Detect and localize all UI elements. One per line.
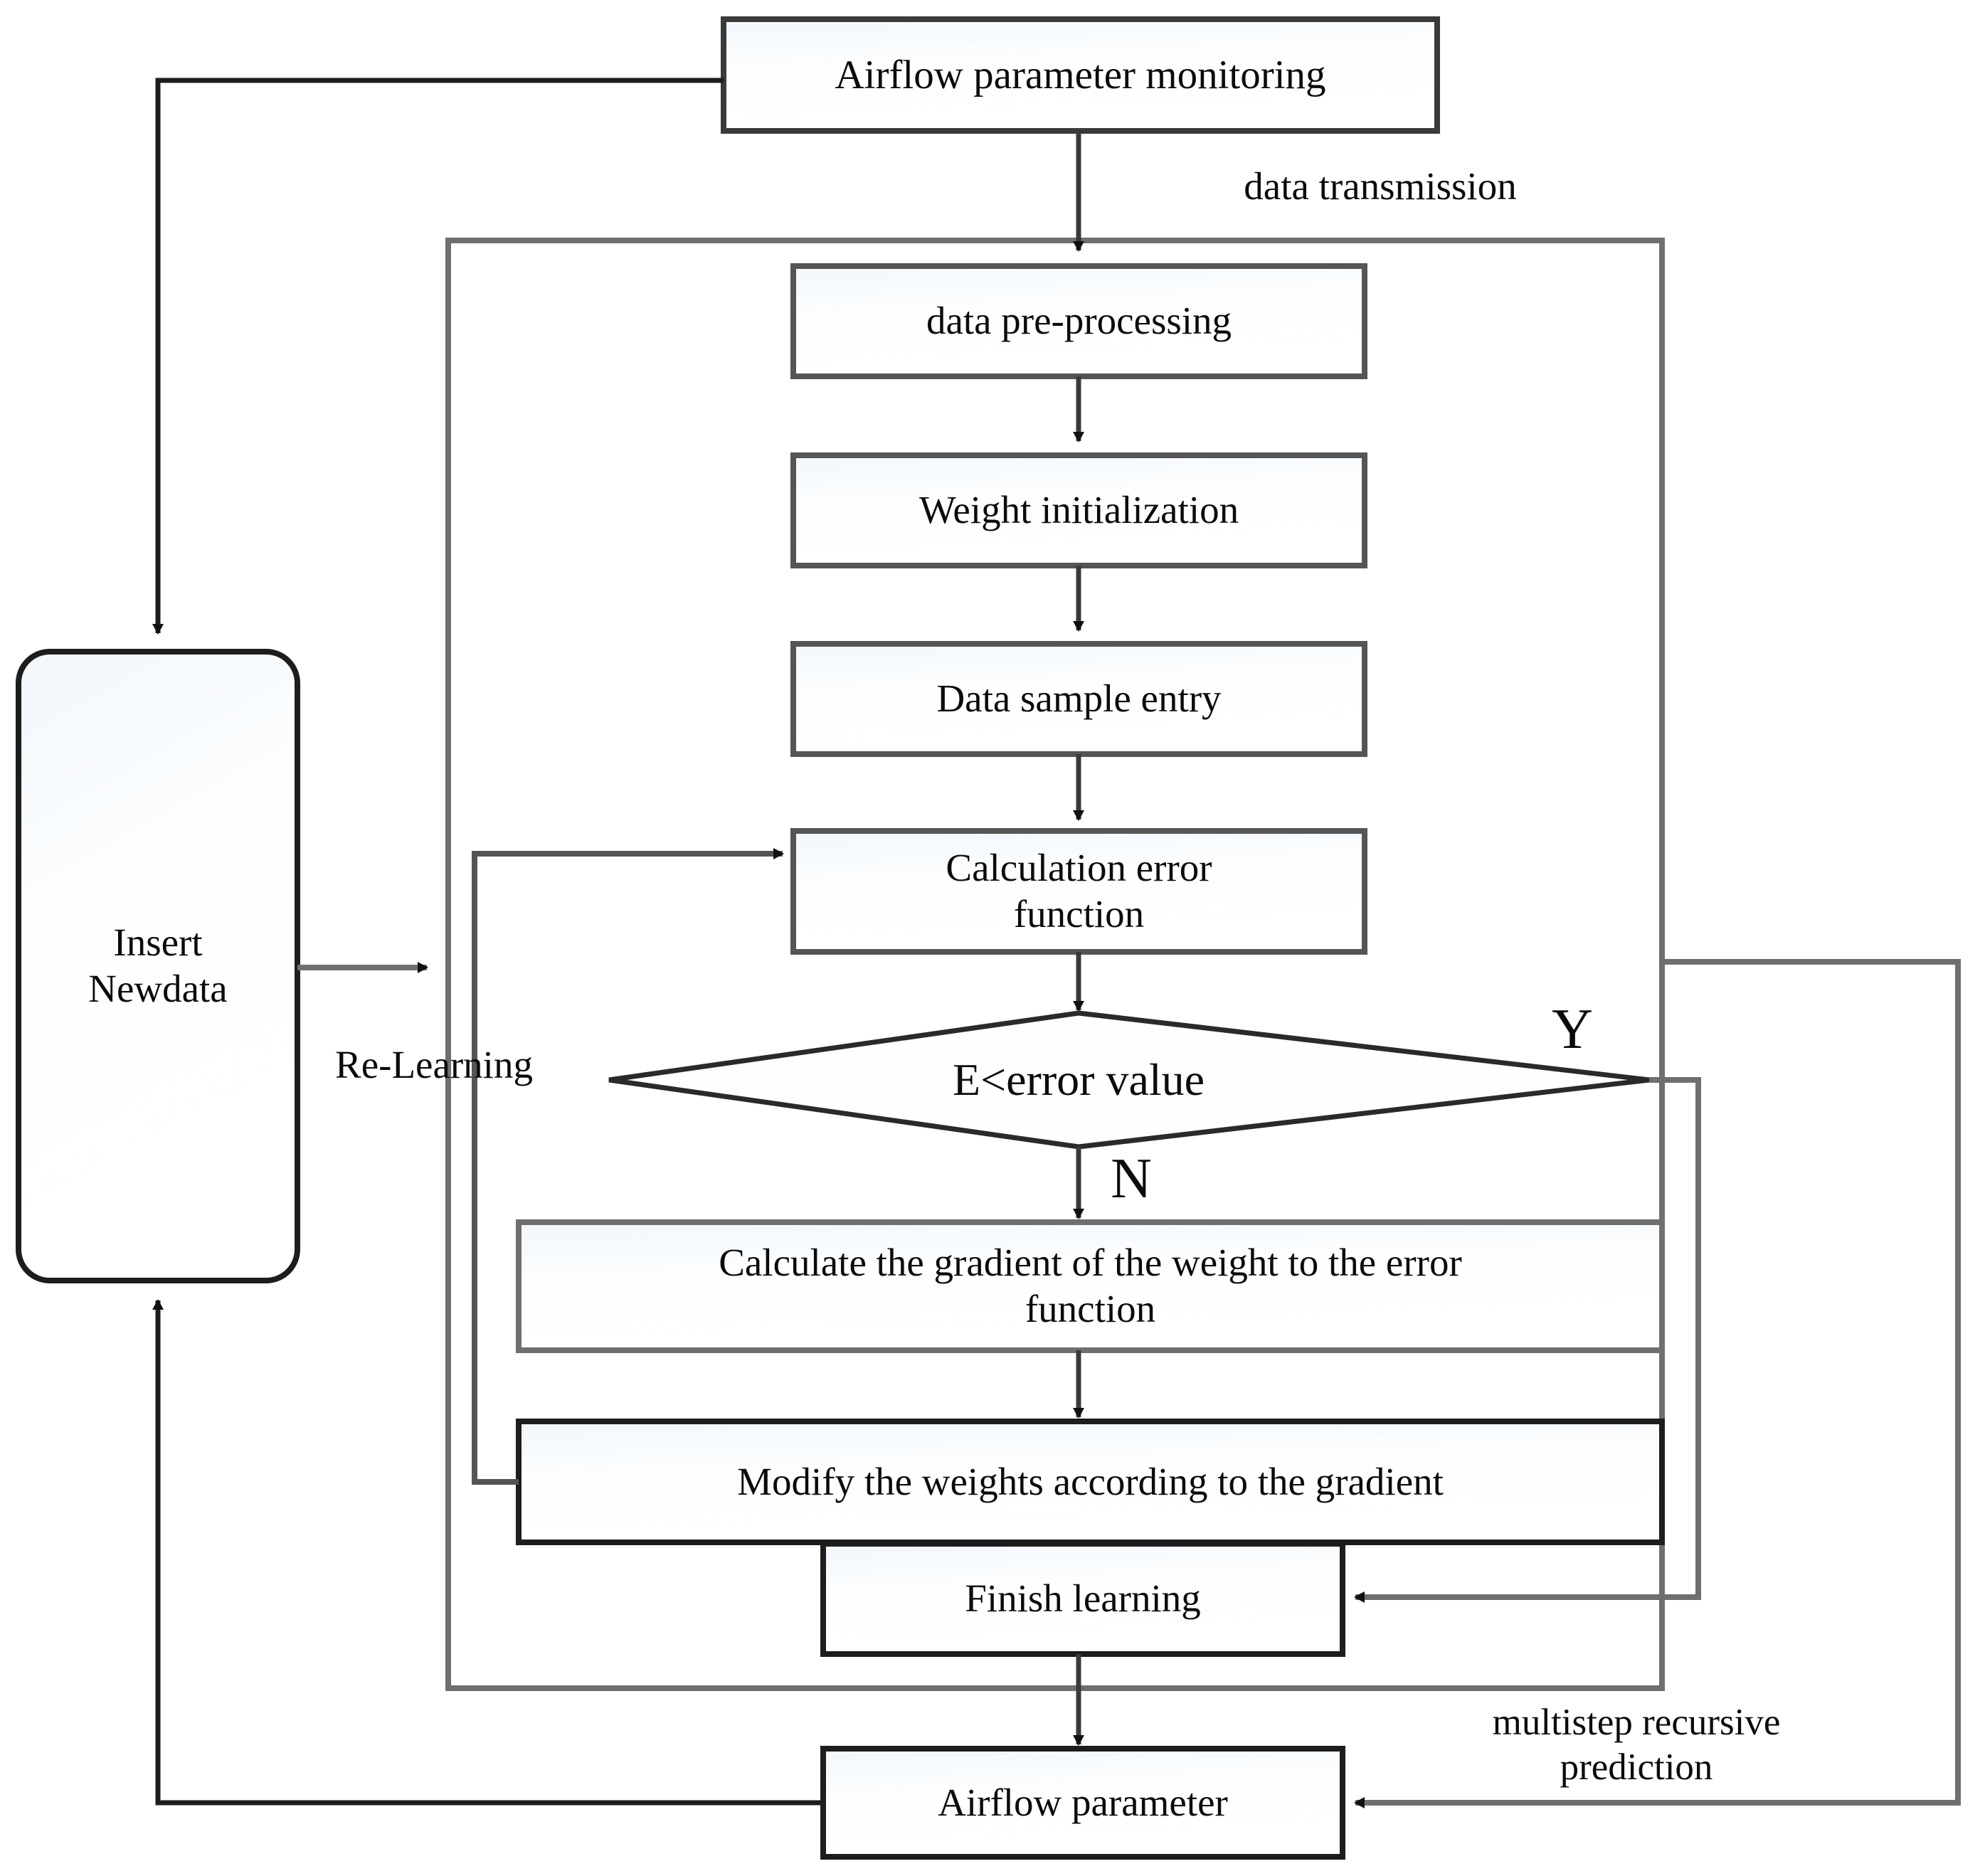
edge-label-re-learning: Re-Learning	[335, 1043, 533, 1086]
node-airflow-parameter	[820, 1746, 1345, 1860]
node-airflow-parameter-monitoring	[721, 16, 1440, 134]
node-finish-learning	[820, 1541, 1345, 1657]
edge-decision-yes-to-finish-learning	[1354, 1077, 1701, 1603]
node-calculate-gradient	[516, 1219, 1665, 1353]
edge-label-multistep-recursive-prediction: multistep recursive prediction	[1492, 1702, 1781, 1788]
edge-airflow-parameter-to-insert-newdata	[152, 1299, 823, 1806]
node-insert-newdata	[16, 649, 300, 1283]
edge-label-data-transmission: data transmission	[1244, 164, 1517, 208]
node-weight-initialization	[790, 452, 1367, 568]
node-error-decision	[608, 1010, 1650, 1150]
node-modify-weights	[516, 1419, 1665, 1545]
edge-label-decision-no: N	[1111, 1148, 1152, 1210]
node-data-sample-entry	[790, 641, 1367, 757]
edge-multistep-recursive-prediction	[1354, 959, 1961, 1808]
node-calculation-error-function	[790, 828, 1367, 955]
edge-modify-weights-to-error-function	[472, 848, 784, 1485]
node-data-pre-processing	[790, 263, 1367, 379]
edge-monitoring-to-insert-newdata	[152, 78, 724, 635]
edge-label-decision-yes: Y	[1552, 998, 1593, 1061]
